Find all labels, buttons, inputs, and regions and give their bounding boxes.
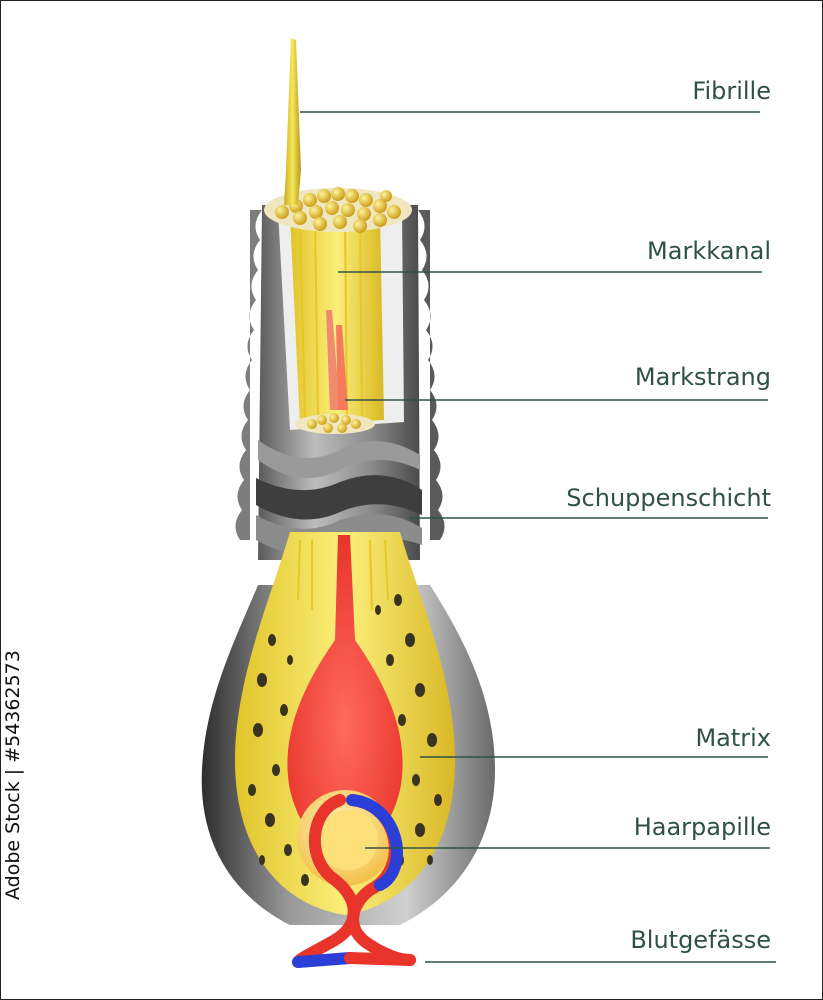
- label-haarpapille: Haarpapille: [634, 815, 771, 839]
- label-schuppenschicht: Schuppenschicht: [566, 486, 771, 510]
- label-markkanal: Markkanal: [647, 239, 771, 263]
- fibril-spike: [284, 38, 301, 205]
- haarpapille-core: [318, 810, 378, 870]
- label-markstrang: Markstrang: [635, 365, 771, 389]
- label-blutgefaesse: Blutgefässe: [630, 928, 771, 952]
- label-fibrille: Fibrille: [692, 79, 771, 103]
- stock-watermark-id: Adobe Stock | #54362573: [2, 650, 24, 900]
- label-matrix: Matrix: [695, 726, 771, 750]
